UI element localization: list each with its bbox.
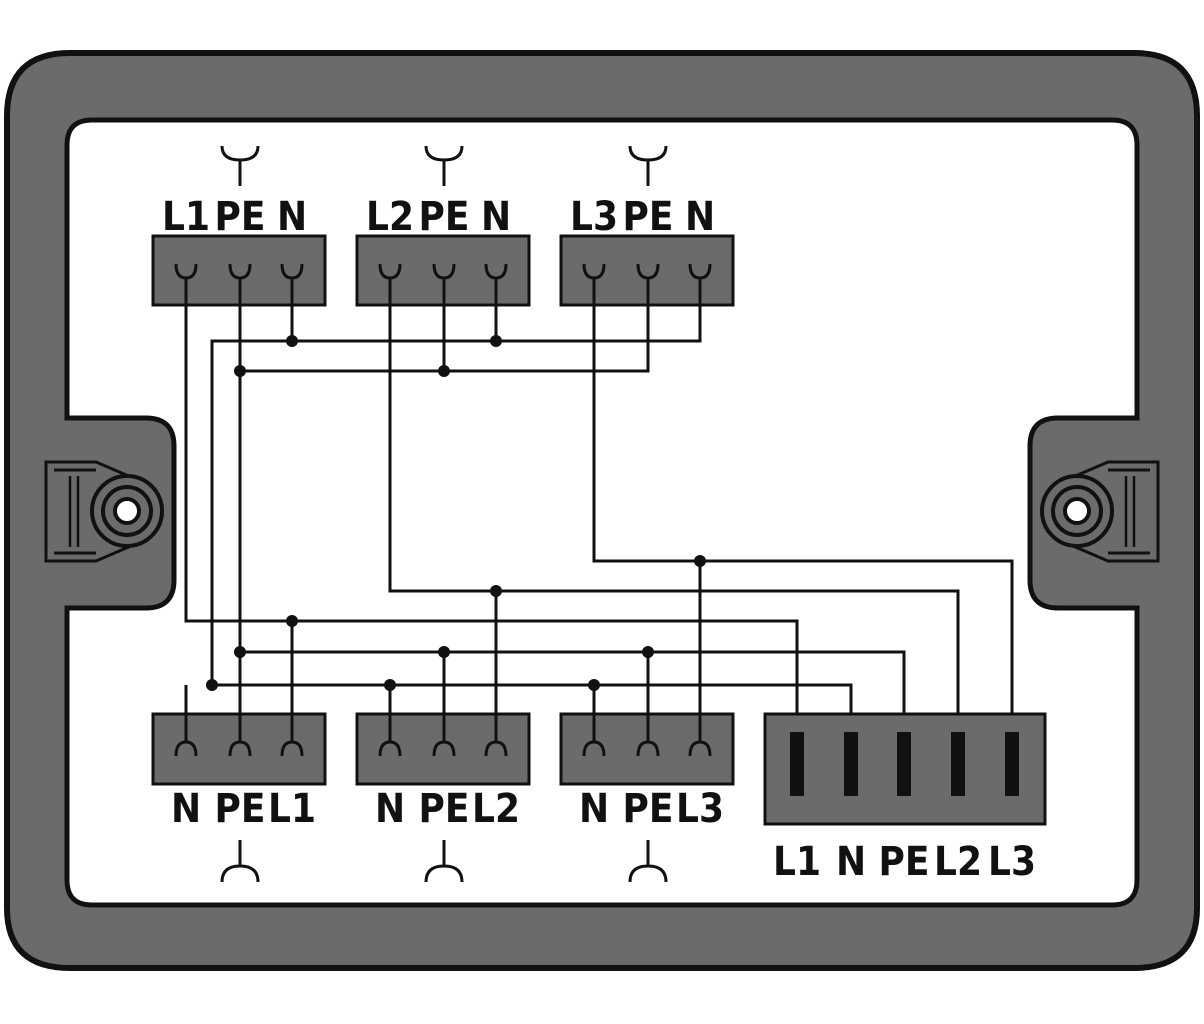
socket-symbol-icon — [220, 145, 260, 186]
bottom-connector-1-label-1: N — [171, 786, 201, 832]
top-connector-3-label-2: PE — [623, 194, 674, 240]
mounting-hole-icon — [90, 474, 164, 548]
top-connector-2-label-1: L2 — [366, 194, 414, 240]
top-connector-1-label-1: L1 — [162, 194, 210, 240]
housing-inner-area — [64, 117, 1140, 908]
bottom-connector-2-label-2: PE — [419, 786, 470, 832]
main-connector-label-4: L2 — [934, 839, 982, 885]
bottom-connector-1-label-2: PE — [215, 786, 266, 832]
top-connector-3-label-3: N — [685, 194, 715, 240]
main-connector-label-3: PE — [879, 839, 930, 885]
top-connector-3 — [559, 234, 735, 307]
main-connector-pins — [790, 732, 1019, 796]
bottom-connectors: N PE L1 N PE L2 N PE L3 — [151, 712, 735, 883]
mount-left — [44, 460, 164, 563]
socket-symbol-icon — [628, 145, 668, 186]
plug-symbol-icon — [628, 840, 668, 883]
bottom-connector-2-label-3: L2 — [472, 786, 520, 832]
wire-l1 — [184, 275, 799, 735]
wire-l3 — [592, 275, 1014, 735]
plug-symbol-icon — [424, 840, 464, 883]
main-connector-label-5: L3 — [988, 839, 1036, 885]
plug-symbol-icon — [220, 840, 260, 883]
bottom-connector-1-label-3: L1 — [268, 786, 316, 832]
socket-symbol-icon — [424, 145, 464, 186]
top-connector-2-label-2: PE — [419, 194, 470, 240]
top-connector-2-label-3: N — [481, 194, 511, 240]
mount-right — [1040, 460, 1160, 563]
wire-l2 — [388, 275, 960, 735]
bottom-connector-2-label-1: N — [375, 786, 405, 832]
main-connector-label-1: L1 — [773, 839, 821, 885]
top-connector-3-label-1: L3 — [570, 194, 618, 240]
bottom-connector-3-label-1: N — [579, 786, 609, 832]
bottom-connector-3-label-3: L3 — [676, 786, 724, 832]
top-connector-2 — [355, 234, 531, 307]
top-connector-1 — [151, 234, 327, 307]
main-connector-label-2: N — [836, 839, 866, 885]
junction-dots — [206, 335, 706, 691]
bottom-connector-1 — [151, 712, 327, 786]
wire-pe-bus — [238, 275, 906, 735]
mounting-hole-icon — [1040, 474, 1114, 548]
top-connector-1-label-3: N — [277, 194, 307, 240]
bottom-connector-2 — [355, 712, 531, 786]
main-connector: L1 N PE L2 L3 — [763, 712, 1047, 885]
bottom-connector-3 — [559, 712, 735, 786]
top-connectors: L1 PE N L2 PE N L3 PE N — [151, 145, 735, 307]
top-connector-1-label-2: PE — [215, 194, 266, 240]
bottom-connector-3-label-2: PE — [623, 786, 674, 832]
